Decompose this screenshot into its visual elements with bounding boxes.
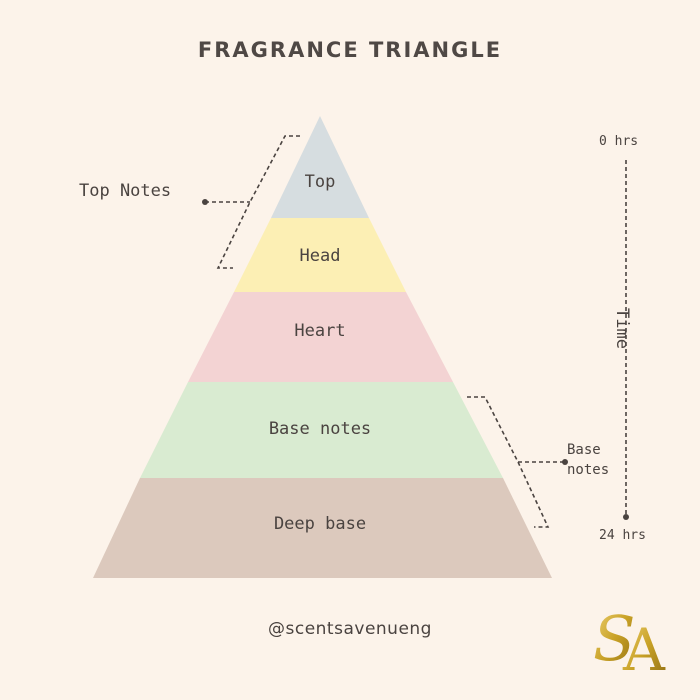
top-notes-callout: Top Notes — [79, 181, 172, 201]
layer-label-top: Top — [304, 172, 336, 192]
layer-top — [271, 116, 369, 218]
timeline-end-label: 24 hrs — [599, 528, 646, 543]
page-title: FRAGRANCE TRIANGLE — [197, 38, 503, 62]
base-notes-dot — [562, 459, 568, 465]
base-notes-bracket — [467, 396, 565, 528]
layer-label-heart: Heart — [294, 321, 346, 341]
svg-text:A: A — [622, 616, 666, 684]
timeline-start-label: 0 hrs — [599, 134, 639, 149]
social-handle: @scentsavenueng — [268, 619, 432, 639]
layer-heart — [188, 292, 453, 382]
layer-deep-base — [93, 478, 552, 578]
svg-text:S: S — [593, 602, 635, 675]
layer-label-base-notes: Base notes — [268, 419, 372, 439]
base-notes-callout-line2: notes — [567, 462, 610, 478]
layer-label-head: Head — [299, 246, 341, 266]
timeline-end-dot — [623, 514, 629, 520]
top-notes-bracket — [205, 135, 300, 269]
timeline-axis-label: Time — [612, 308, 632, 349]
base-notes-callout: Base notes — [567, 440, 609, 480]
layer-base-notes — [140, 382, 503, 478]
layer-head — [234, 218, 406, 292]
brand-logo: S A — [593, 602, 666, 684]
layer-label-deep-base: Deep base — [273, 514, 367, 534]
base-notes-callout-line1: Base — [567, 442, 601, 458]
top-notes-dot — [202, 199, 208, 205]
